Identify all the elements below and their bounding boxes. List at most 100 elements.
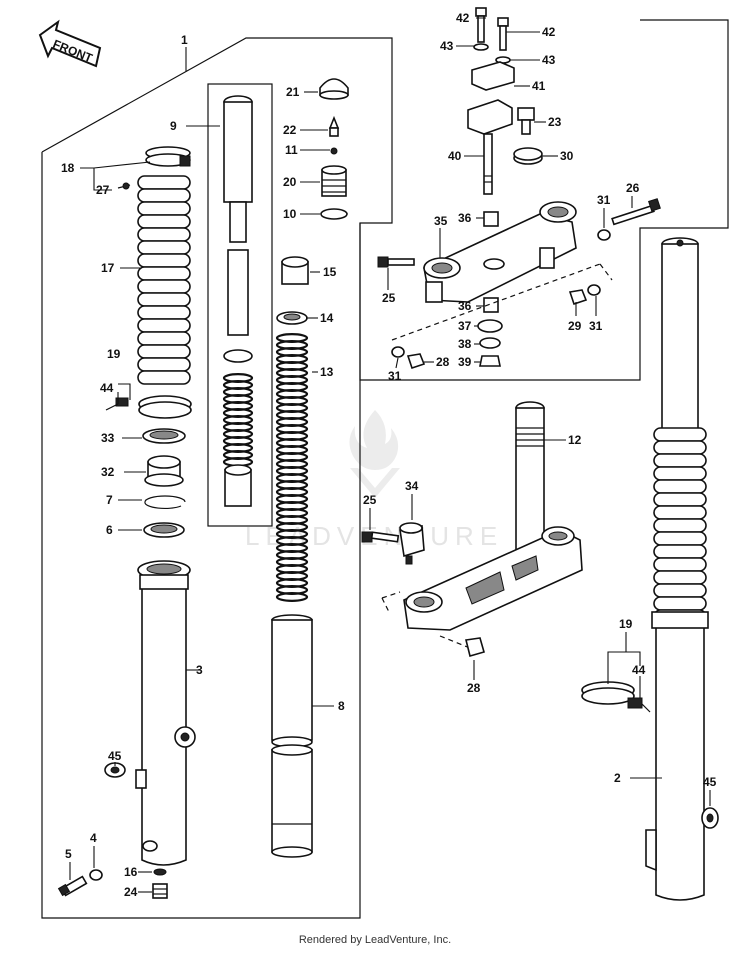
handlebar-holder-lower [467, 99, 513, 195]
label-4: 4 [90, 831, 97, 845]
label-20: 20 [283, 175, 297, 189]
boot-fold-right [653, 557, 707, 572]
boot-fold [137, 305, 191, 320]
plug-right [701, 807, 719, 829]
boot-fold-right [653, 596, 707, 611]
stem-washer-37 [477, 319, 503, 333]
boot-fold-right [653, 570, 707, 585]
label-42-right: 42 [542, 25, 556, 39]
label-37: 37 [458, 319, 472, 333]
label-3: 3 [196, 663, 203, 677]
leader-lines [69, 17, 711, 893]
label-44: 44 [100, 381, 114, 395]
fork-plug-bolt [321, 165, 347, 197]
label-19: 19 [107, 347, 121, 361]
boot-fold-right [653, 583, 707, 598]
stem-washer-38 [479, 337, 501, 349]
front-arrow-icon: FRONT [38, 19, 102, 68]
label-23: 23 [548, 115, 562, 129]
pinch-bolt-lower [361, 531, 400, 543]
label-38: 38 [458, 337, 472, 351]
label-21: 21 [286, 85, 300, 99]
collar-upper [483, 211, 499, 227]
label-43-right: 43 [542, 53, 556, 67]
label-39: 39 [458, 355, 472, 369]
footer-credit: Rendered by LeadVenture, Inc. [298, 934, 452, 946]
guide-lines [381, 263, 613, 649]
label-43-left: 43 [440, 39, 454, 53]
boot-fold-right [653, 531, 707, 546]
label-40: 40 [448, 149, 462, 163]
stem-nut [479, 355, 501, 367]
nut-29 [568, 289, 588, 306]
label-18: 18 [61, 161, 75, 175]
boot-fold [137, 227, 191, 242]
plug-o-ring [320, 208, 348, 220]
damper-base [224, 464, 252, 507]
label-27: 27 [96, 183, 110, 197]
boot-fold-right [653, 492, 707, 507]
label-17: 17 [101, 261, 115, 275]
boot-fold [137, 253, 191, 268]
label-26: 26 [626, 181, 640, 195]
boot-fold [137, 188, 191, 203]
nut-28-lower [465, 637, 485, 657]
handlebar-holder-upper [471, 61, 515, 91]
rebound-spring [222, 373, 254, 467]
assembly-outline [41, 37, 393, 919]
stem-bolt [517, 107, 535, 135]
lower-triple-clamp [403, 526, 583, 631]
guide-bushing [144, 455, 184, 487]
label-41: 41 [532, 79, 546, 93]
bolt-washer-left [473, 43, 489, 51]
boot-fold [137, 201, 191, 216]
label-31-right: 31 [589, 319, 603, 333]
boot-clamp-right [581, 681, 651, 713]
washer-31-top [597, 229, 611, 241]
inner-tube [271, 614, 313, 858]
top-cap [319, 78, 349, 100]
valve-o-ring [330, 147, 338, 155]
label-36-upper: 36 [458, 211, 472, 225]
axle-washer [89, 869, 103, 881]
boot-fold-right [653, 479, 707, 494]
handlebar-bolts [475, 7, 509, 51]
air-valve [328, 115, 340, 137]
boot-clamp-lower [105, 395, 192, 419]
label-8: 8 [338, 699, 345, 713]
label-2: 2 [614, 771, 621, 785]
boot-fold-right [653, 518, 707, 533]
label-35: 35 [434, 214, 448, 228]
label-36-lower: 36 [458, 299, 472, 313]
part-labels: 1 9 18 27 17 19 44 33 32 7 6 3 45 4 5 16… [61, 11, 717, 899]
label-1: 1 [181, 33, 188, 47]
label-10: 10 [283, 207, 297, 221]
label-19-right: 19 [619, 617, 633, 631]
washer-31-right [587, 284, 601, 296]
seal-washer [143, 522, 185, 538]
boot-fold [137, 240, 191, 255]
label-5: 5 [65, 847, 72, 861]
label-15: 15 [323, 265, 337, 279]
boot-fold [137, 344, 191, 359]
label-16: 16 [124, 865, 138, 879]
label-45-right: 45 [703, 775, 717, 789]
boot-fold [137, 318, 191, 333]
brake-hose-bracket [399, 522, 425, 565]
boot-fold [137, 279, 191, 294]
circlip [144, 495, 186, 510]
boot-fold [137, 370, 191, 385]
label-28-upper: 28 [436, 355, 450, 369]
boot-fold-right [653, 453, 707, 468]
boot-clamp-top [145, 146, 191, 167]
label-34: 34 [405, 479, 419, 493]
label-32: 32 [101, 465, 115, 479]
label-6: 6 [106, 523, 113, 537]
clamp-screw [117, 182, 131, 190]
label-9: 9 [170, 119, 177, 133]
boot-fold [137, 357, 191, 372]
stem-washer [513, 147, 543, 165]
label-33: 33 [101, 431, 115, 445]
axle-bolt [57, 875, 88, 897]
